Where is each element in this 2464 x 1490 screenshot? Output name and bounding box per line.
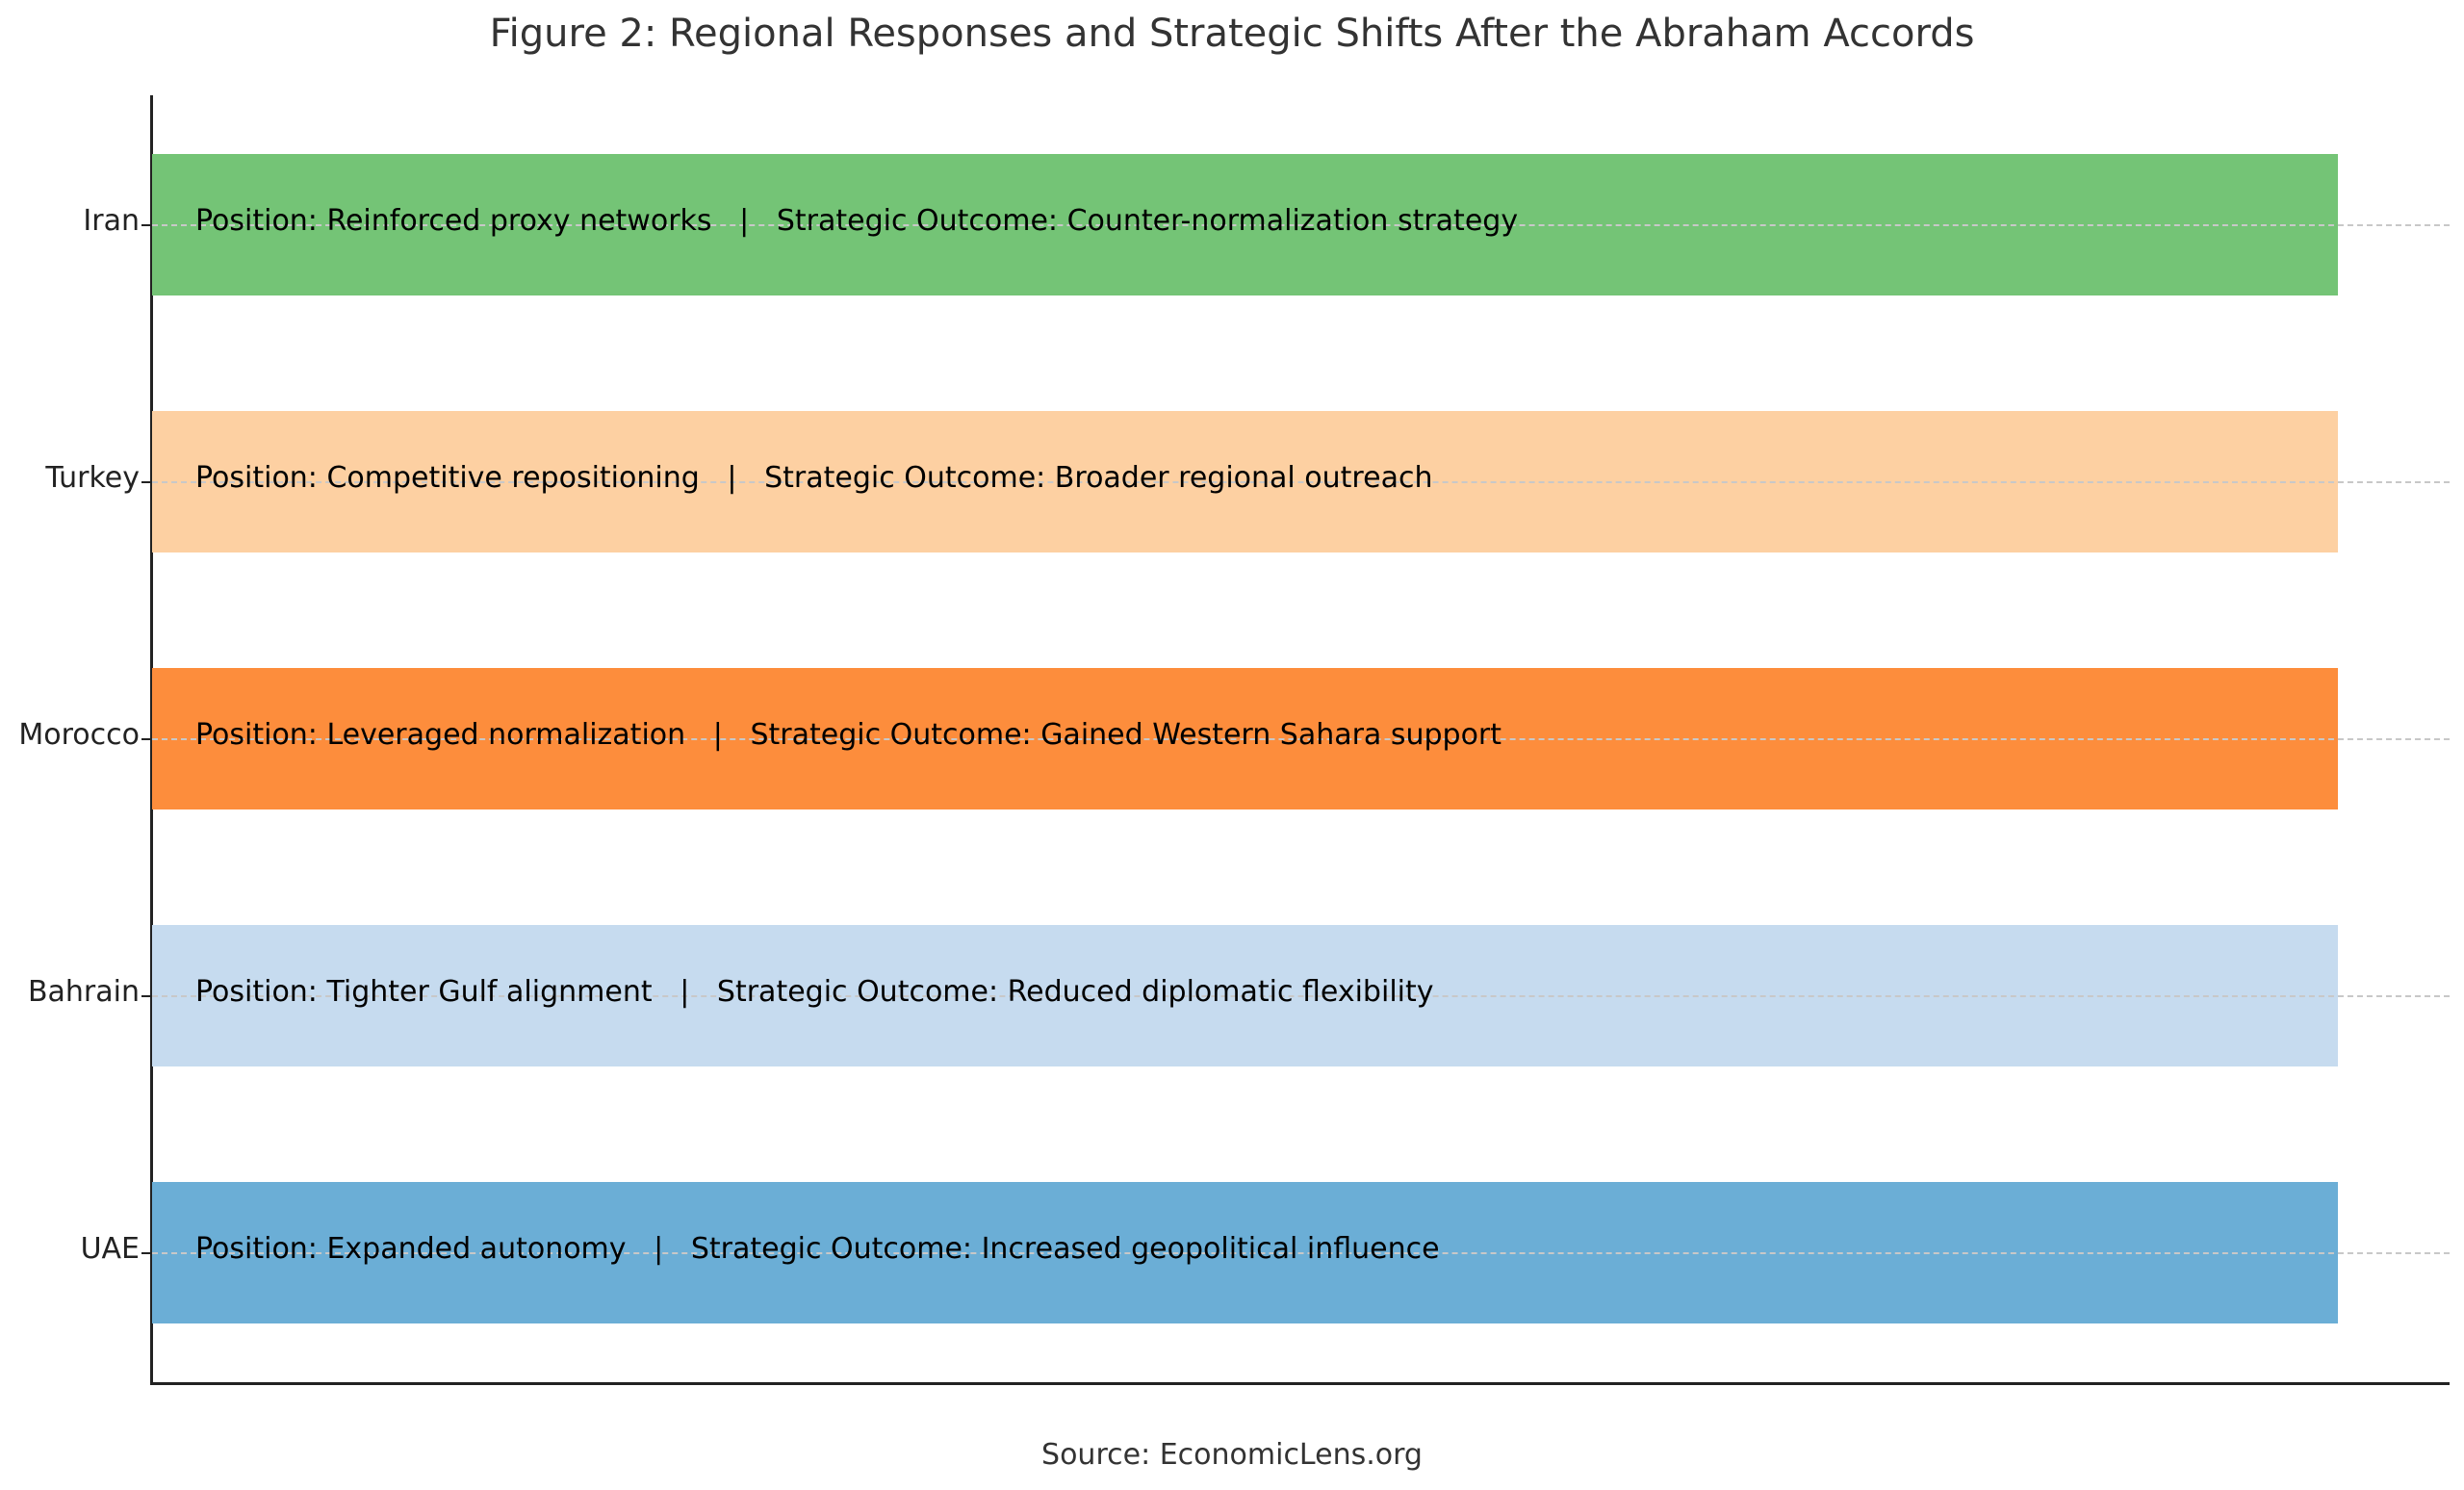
- gridline: [152, 481, 2450, 483]
- y-axis-line: [150, 95, 153, 1384]
- y-tick-label: Morocco: [18, 718, 140, 752]
- bar-row-turkey: Turkey Position: Competitive repositioni…: [0, 411, 2464, 552]
- y-tick-label: Iran: [83, 204, 140, 238]
- gridline: [152, 1252, 2450, 1254]
- y-tick-label: Turkey: [45, 461, 140, 495]
- y-tick-label: UAE: [80, 1232, 140, 1266]
- y-tick: [141, 738, 151, 740]
- y-tick: [141, 1252, 151, 1254]
- y-tick-label: Bahrain: [27, 975, 140, 1009]
- gridline: [152, 224, 2450, 226]
- bar-annotation: Position: Leveraged normalization | Stra…: [195, 718, 1502, 752]
- chart-title: Figure 2: Regional Responses and Strateg…: [489, 12, 1975, 56]
- bar-annotation: Position: Competitive repositioning | St…: [195, 461, 1433, 495]
- bar-row-uae: UAE Position: Expanded autonomy | Strate…: [0, 1182, 2464, 1323]
- gridline: [152, 995, 2450, 997]
- x-axis-line: [150, 1382, 2450, 1385]
- bar-row-morocco: Morocco Position: Leveraged normalizatio…: [0, 668, 2464, 809]
- y-tick: [141, 224, 151, 226]
- bar-annotation: Position: Expanded autonomy | Strategic …: [195, 1232, 1440, 1266]
- bar-annotation: Position: Tighter Gulf alignment | Strat…: [195, 975, 1434, 1009]
- y-tick: [141, 995, 151, 997]
- source-footnote: Source: EconomicLens.org: [1041, 1438, 1423, 1472]
- bar-row-bahrain: Bahrain Position: Tighter Gulf alignment…: [0, 925, 2464, 1066]
- y-tick: [141, 481, 151, 483]
- bar-row-iran: Iran Position: Reinforced proxy networks…: [0, 154, 2464, 295]
- gridline: [152, 738, 2450, 740]
- bar-annotation: Position: Reinforced proxy networks | St…: [195, 204, 1519, 238]
